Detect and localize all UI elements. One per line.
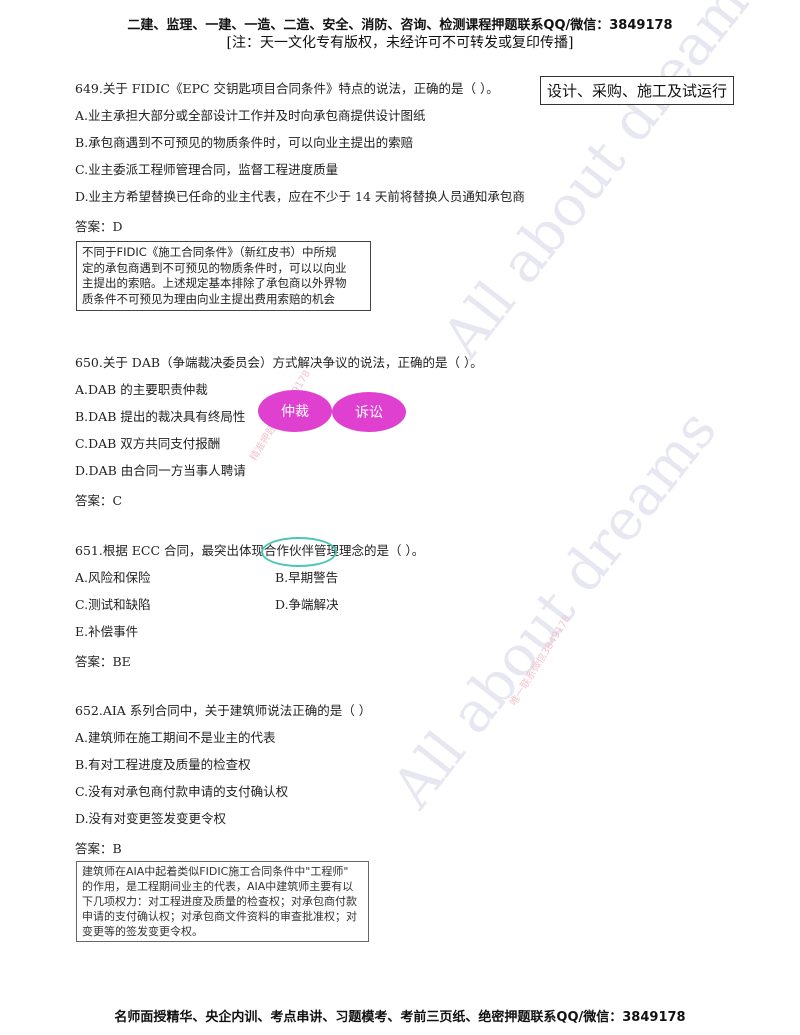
annotation-bubble: 诉讼 bbox=[336, 396, 402, 428]
question-stem: 649.关于 FIDIC《EPC 交钥匙项目合同条件》特点的说法，正确的是（ ）… bbox=[75, 81, 499, 96]
note-line: 定的承包商遇到不可预见的物质条件时，可以以向业 bbox=[82, 260, 347, 275]
option: D.争端解决 bbox=[275, 597, 339, 612]
note-line: 质条件不可预见为理由向业主提出费用索赔的机会 bbox=[82, 291, 335, 306]
explanation-note: 不同于FIDIC《施工合同条件》（新红皮书）中所规 定的承包商遇到不可预见的物质… bbox=[76, 241, 371, 311]
answer: 答案：B bbox=[75, 841, 122, 856]
answer: 答案：C bbox=[75, 493, 123, 508]
option: D.没有对变更签发变更令权 bbox=[75, 811, 227, 826]
option: A.业主承担大部分或全部设计工作并及时向承包商提供设计图纸 bbox=[75, 108, 426, 123]
annotation-box: 设计、采购、施工及试运行 bbox=[540, 76, 735, 105]
option: A.DAB 的主要职责仲裁 bbox=[75, 382, 208, 397]
option: C.测试和缺陷 bbox=[75, 597, 151, 612]
note-line: 建筑师在AIA中起着类似FIDIC施工合同条件中"工程师" bbox=[82, 865, 349, 878]
watermark-text: All about dreams bbox=[430, 0, 780, 371]
explanation-note: 建筑师在AIA中起着类似FIDIC施工合同条件中"工程师" 的作用，是工程期间业… bbox=[76, 861, 369, 942]
note-line: 申请的支付确认权；对承包商文件资料的审查批准权；对 bbox=[82, 910, 357, 923]
question-stem: 651.根据 ECC 合同，最突出体现合作伙伴管理理念的是（ ）。 bbox=[75, 543, 425, 558]
option: C.DAB 双方共同支付报酬 bbox=[75, 436, 221, 451]
header-copyright: [注：天一文化专有版权，未经许可不可转发或复印传播] bbox=[226, 35, 574, 51]
answer: 答案：D bbox=[75, 219, 123, 234]
option: B.承包商遇到不可预见的物质条件时，可以向业主提出的索赔 bbox=[75, 135, 414, 150]
circle-highlight bbox=[261, 537, 337, 567]
note-line: 主提出的索赔。上述规定基本排除了承包商以外界物 bbox=[82, 276, 347, 290]
question-stem: 650.关于 DAB（争端裁决委员会）方式解决争议的说法，正确的是（ ）。 bbox=[75, 355, 483, 370]
note-line: 下几项权力：对工程进度及质量的检查权；对承包商付款 bbox=[82, 895, 357, 908]
option: A.建筑师在施工期间不是业主的代表 bbox=[75, 730, 276, 745]
option: C.业主委派工程师管理合同，监督工程进度质量 bbox=[75, 162, 339, 177]
option: B.早期警告 bbox=[275, 570, 339, 585]
note-line: 的作用，是工程期间业主的代表，AIA中建筑师主要有以 bbox=[82, 880, 354, 893]
option: E.补偿事件 bbox=[75, 624, 139, 639]
option: A.风险和保险 bbox=[75, 570, 151, 585]
note-line: 不同于FIDIC《施工合同条件》（新红皮书）中所规 bbox=[82, 245, 337, 259]
annotation-bubble: 仲裁 bbox=[262, 394, 328, 428]
watermark-text: All about dreams bbox=[380, 398, 730, 821]
option: B.DAB 提出的裁决具有终局性 bbox=[75, 409, 246, 424]
note-line: 变更等的签发变更令权。 bbox=[82, 925, 203, 938]
question-stem: 652.AIA 系列合同中，关于建筑师说法正确的是（ ） bbox=[75, 703, 372, 718]
header-contact: 二建、监理、一建、一造、二造、安全、消防、咨询、检测课程押题联系QQ/微信：38… bbox=[127, 18, 673, 33]
answer: 答案：BE bbox=[75, 654, 131, 669]
option: C.没有对承包商付款申请的支付确认权 bbox=[75, 784, 289, 799]
option: B.有对工程进度及质量的检查权 bbox=[75, 757, 251, 772]
footer-contact: 名师面授精华、央企内训、考点串讲、习题模考、考前三页纸、绝密押题联系QQ/微信：… bbox=[114, 1010, 686, 1025]
option: D.业主方希望替换已任命的业主代表，应在不少于 14 天前将替换人员通知承包商 bbox=[75, 189, 525, 204]
option: D.DAB 由合同一方当事人聘请 bbox=[75, 463, 246, 478]
